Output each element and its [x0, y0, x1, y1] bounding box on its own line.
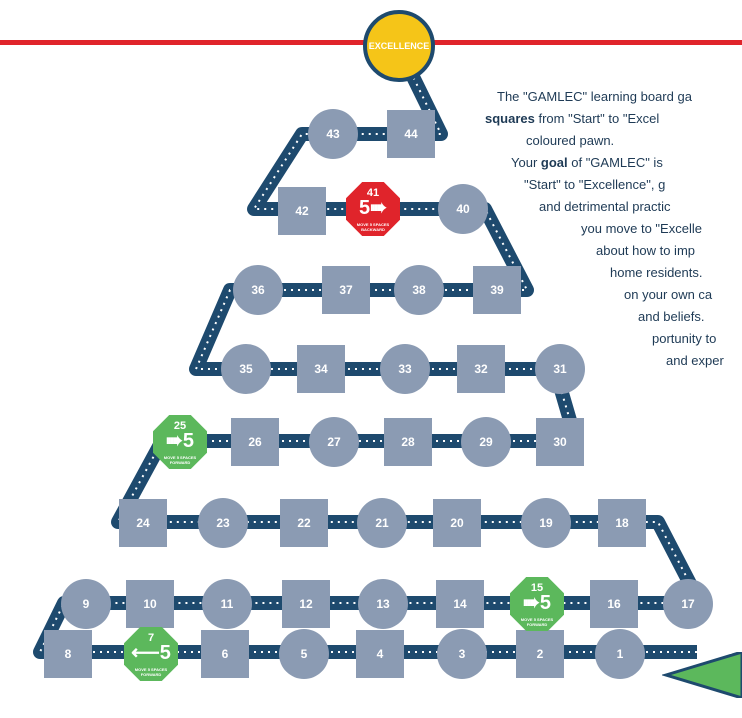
board-square-33[interactable]: 33 — [380, 344, 430, 394]
board-square-23[interactable]: 23 — [198, 498, 248, 548]
intro-squares-bold: squares — [485, 111, 535, 126]
board-square-10[interactable]: 10 — [126, 580, 174, 628]
intro-line-3: coloured pawn. — [526, 133, 615, 148]
intro-line-8: about how to imp — [596, 243, 696, 258]
special-number: 25 — [173, 420, 187, 432]
board-square-43[interactable]: 43 — [308, 109, 358, 159]
board-square-16[interactable]: 16 — [590, 580, 638, 628]
board-square-22[interactable]: 22 — [280, 499, 328, 547]
special-number: 7 — [147, 632, 155, 644]
special-caption: MOVE 5 SPACES BACKWARD — [356, 222, 390, 232]
board-square-8[interactable]: 8 — [44, 630, 92, 678]
board-square-27[interactable]: 27 — [309, 417, 359, 467]
board-square-40[interactable]: 40 — [438, 184, 488, 234]
special-square-15[interactable]: 15 ➠5 MOVE 5 SPACES FORWARD — [510, 577, 564, 631]
board-square-9[interactable]: 9 — [61, 579, 111, 629]
board-square-29[interactable]: 29 — [461, 417, 511, 467]
intro-goal-bold: goal — [540, 155, 568, 170]
special-steps: 5 — [159, 642, 171, 664]
board-square-26[interactable]: 26 — [231, 418, 279, 466]
board-square-24[interactable]: 24 — [119, 499, 167, 547]
intro-line-5: "Start" to "Excellence", g — [524, 177, 666, 192]
board-square-39[interactable]: 39 — [473, 266, 521, 314]
special-caption: MOVE 5 SPACES FORWARD — [163, 455, 197, 465]
intro-line-7: you move to "Excelle — [581, 221, 702, 236]
board-square-6[interactable]: 6 — [201, 630, 249, 678]
special-number: 15 — [530, 582, 544, 594]
board-square-31[interactable]: 31 — [535, 344, 585, 394]
arrow-left-icon: ⟵ — [131, 642, 160, 664]
board-square-18[interactable]: 18 — [598, 499, 646, 547]
intro-line-4: of "GAMLEC" is — [567, 155, 663, 170]
special-steps: 5 — [539, 592, 551, 614]
intro-line-4-pre: Your — [511, 155, 541, 170]
excellence-label: EXCELLENCE — [368, 41, 430, 51]
board-square-32[interactable]: 32 — [457, 345, 505, 393]
special-steps: 5 — [359, 197, 371, 219]
start-label: START — [704, 646, 734, 656]
intro-line-1: The "GAMLEC" learning board ga — [497, 89, 692, 104]
board-square-2[interactable]: 2 — [516, 630, 564, 678]
board-square-13[interactable]: 13 — [358, 579, 408, 629]
board-square-30[interactable]: 30 — [536, 418, 584, 466]
board-square-38[interactable]: 38 — [394, 265, 444, 315]
intro-text: The "GAMLEC" learning board ga squares f… — [0, 86, 742, 506]
excellence-goal[interactable]: EXCELLENCE — [363, 10, 435, 82]
start-marker[interactable] — [662, 652, 742, 698]
intro-line-9: home residents. — [610, 265, 703, 280]
board-square-34[interactable]: 34 — [297, 345, 345, 393]
board-square-12[interactable]: 12 — [282, 580, 330, 628]
intro-line-6: and detrimental practic — [539, 199, 671, 214]
arrow-right-icon: ➠ — [370, 197, 387, 219]
board-square-35[interactable]: 35 — [221, 344, 271, 394]
board-square-44[interactable]: 44 — [387, 110, 435, 158]
board-square-14[interactable]: 14 — [436, 580, 484, 628]
board-square-1[interactable]: 1 — [595, 629, 645, 679]
intro-line-11: and beliefs. — [638, 309, 705, 324]
intro-line-13: and exper — [666, 353, 724, 368]
special-caption: MOVE 5 SPACES FORWARD — [520, 617, 554, 627]
board-square-19[interactable]: 19 — [521, 498, 571, 548]
board-square-42[interactable]: 42 — [278, 187, 326, 235]
board-square-17[interactable]: 17 — [663, 579, 713, 629]
special-caption: MOVE 5 SPACES FORWARD — [134, 667, 168, 677]
board-square-28[interactable]: 28 — [384, 418, 432, 466]
special-square-25[interactable]: 25 ➠5 MOVE 5 SPACES FORWARD — [153, 415, 207, 469]
arrow-right-icon: ➠ — [166, 430, 183, 452]
arrow-right-icon: ➠ — [523, 592, 540, 614]
board-square-4[interactable]: 4 — [356, 630, 404, 678]
intro-line-10: on your own ca — [624, 287, 713, 302]
board-square-11[interactable]: 11 — [202, 579, 252, 629]
special-square-7[interactable]: 7 ⟵5 MOVE 5 SPACES FORWARD — [124, 627, 178, 681]
board-square-21[interactable]: 21 — [357, 498, 407, 548]
board-square-20[interactable]: 20 — [433, 499, 481, 547]
intro-line-2: from "Start" to "Excel — [534, 111, 660, 126]
board-square-37[interactable]: 37 — [322, 266, 370, 314]
special-number: 41 — [366, 187, 380, 199]
intro-line-12: portunity to — [652, 331, 717, 346]
board-square-5[interactable]: 5 — [279, 629, 329, 679]
board-square-36[interactable]: 36 — [233, 265, 283, 315]
special-square-41[interactable]: 41 5➠ MOVE 5 SPACES BACKWARD — [346, 182, 400, 236]
board-square-3[interactable]: 3 — [437, 629, 487, 679]
special-steps: 5 — [182, 430, 194, 452]
